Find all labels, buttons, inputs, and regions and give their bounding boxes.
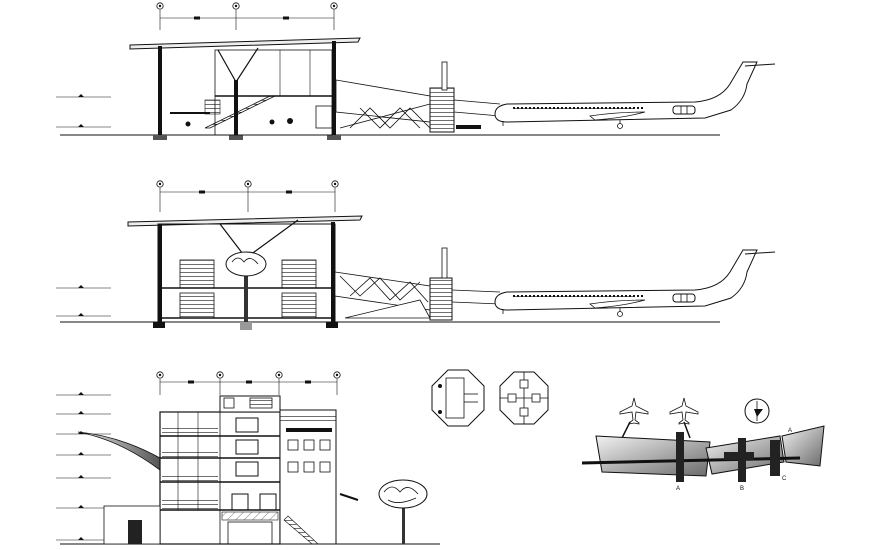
section-3-level-markers	[55, 391, 112, 541]
site-plan: A B C A	[581, 397, 825, 492]
octagon-plan-detail-1	[431, 369, 485, 427]
section-1-grid-bubbles	[156, 2, 338, 30]
tree-interior	[225, 251, 267, 330]
octagon-plan-detail-2	[499, 371, 549, 425]
section-3-drawing	[55, 371, 440, 545]
aircraft-elevation-1	[494, 61, 776, 130]
compass-icon	[744, 398, 770, 424]
section-2-level-markers	[55, 284, 112, 317]
plane-top-view-icon	[669, 397, 699, 425]
section-2-drawing	[55, 180, 776, 330]
plane-top-view-icon	[619, 397, 649, 425]
section-tag-a: A	[676, 486, 680, 492]
aircraft-elevation-2	[494, 249, 776, 318]
section-1-level-markers	[55, 93, 112, 128]
tree-exterior	[378, 479, 428, 544]
section-2-grid-bubbles	[156, 180, 339, 212]
section-tag-b: B	[740, 486, 744, 492]
section-tag-c: C	[782, 476, 787, 482]
section-3-grid-bubbles	[156, 371, 341, 395]
section-1-drawing	[55, 2, 776, 140]
section-tag-a-top: A	[788, 428, 792, 434]
